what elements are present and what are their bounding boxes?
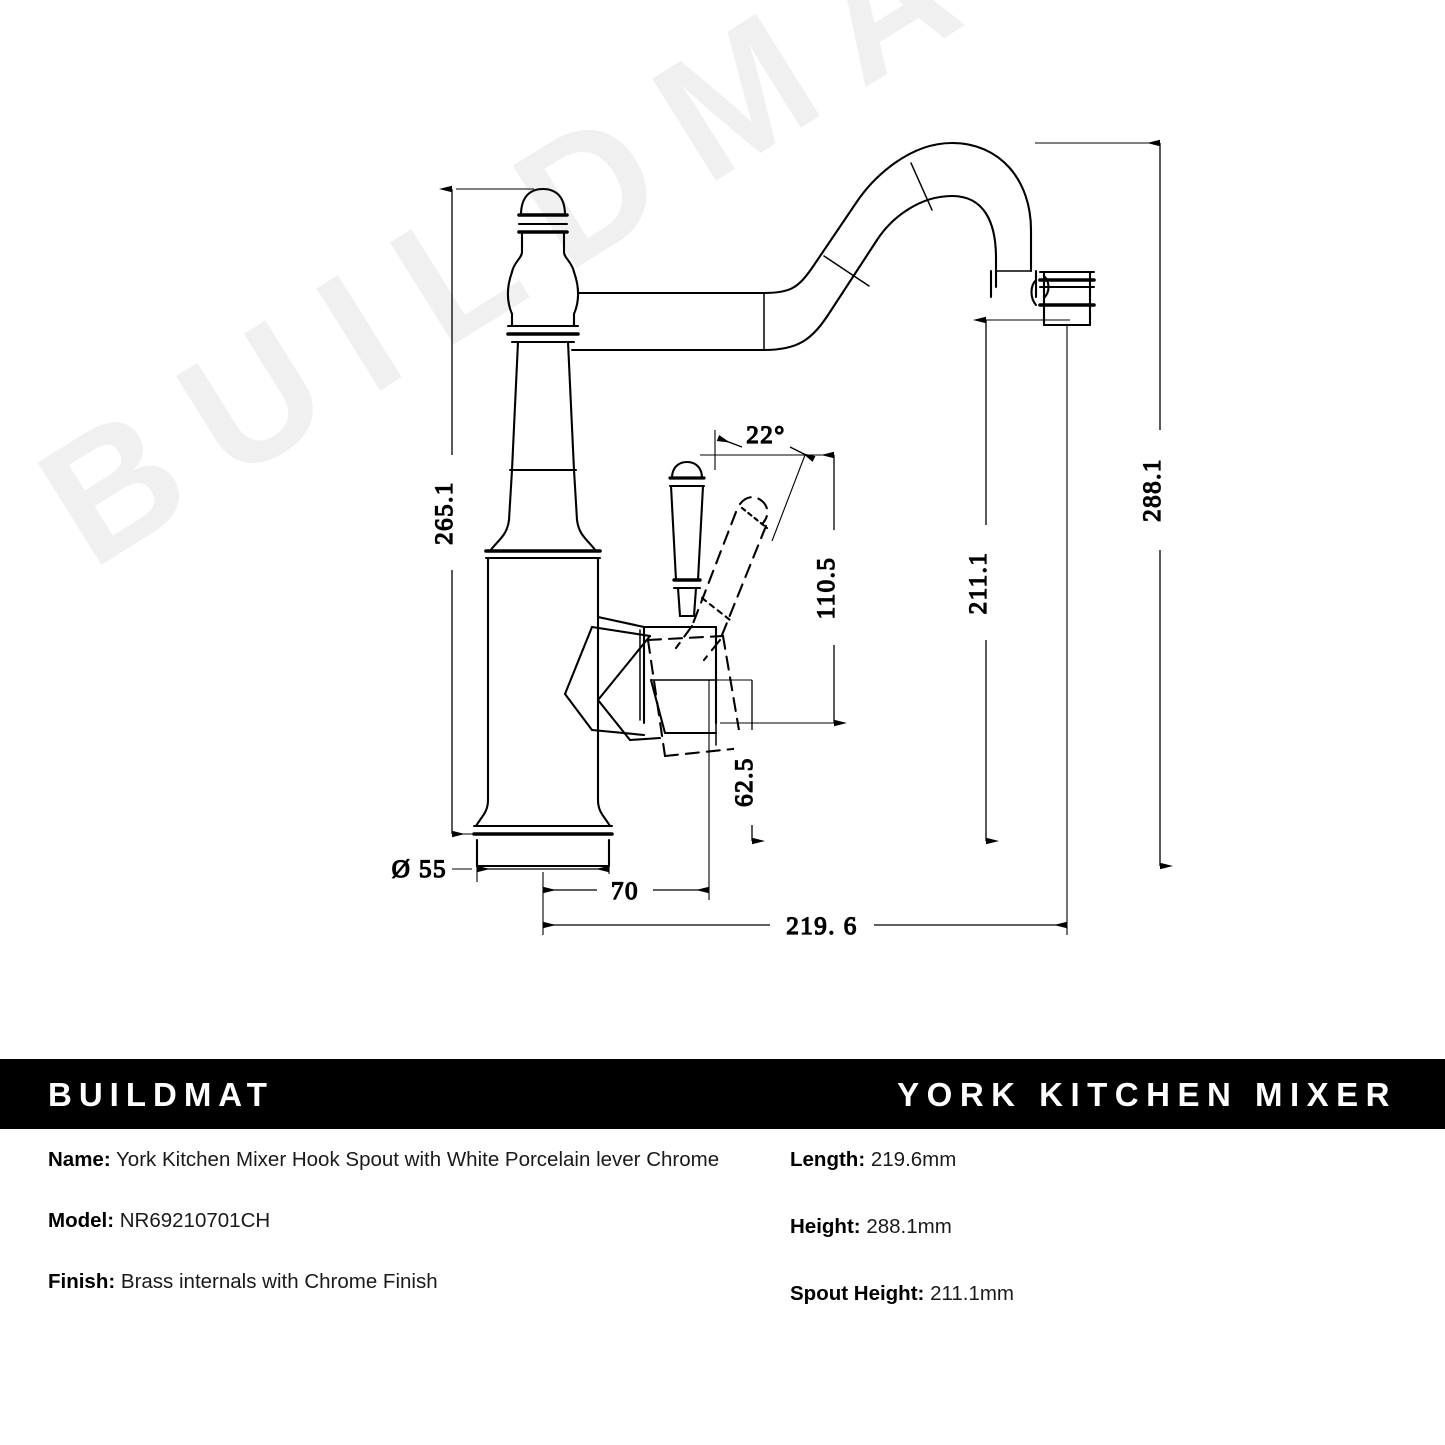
dim-219-6: 219. 6: [786, 913, 858, 940]
dim-22-deg: 22°: [746, 422, 786, 449]
faucet-outline: [472, 141, 1096, 868]
spec-column-left: Name: York Kitchen Mixer Hook Spout with…: [48, 1145, 728, 1328]
spec-label-spout-height: Spout Height:: [790, 1282, 925, 1306]
spec-column-right: Length: 219.6mm Height: 288.1mm Spout He…: [790, 1145, 1390, 1346]
spec-row-spout-height: Spout Height: 211.1mm: [790, 1279, 1390, 1308]
dim-211-1: 211.1: [965, 552, 992, 615]
product-title: YORK KITCHEN MIXER: [897, 1075, 1397, 1113]
dim-265-1: 265.1: [431, 481, 458, 545]
spec-label-height: Height:: [790, 1215, 861, 1239]
spec-label-length: Length:: [790, 1148, 866, 1171]
spec-row-model: Model: NR69210701CH: [48, 1206, 728, 1235]
spec-row-finish: Finish: Brass internals with Chrome Fini…: [48, 1267, 728, 1296]
technical-drawing-area: BUILDMAT: [8, 0, 1176, 941]
spec-row-height: Height: 288.1mm: [790, 1212, 1390, 1241]
spec-value-height: 288.1mm: [866, 1215, 952, 1239]
faucet-technical-drawing: 265.1 288.1 211.1 110.5 62.5: [391, 139, 1176, 941]
specification-section: Name: York Kitchen Mixer Hook Spout with…: [0, 1145, 1445, 1445]
spec-value-name: York Kitchen Mixer Hook Spout with White…: [116, 1148, 720, 1171]
dim-62-5: 62.5: [731, 757, 758, 807]
spec-row-name: Name: York Kitchen Mixer Hook Spout with…: [48, 1145, 728, 1174]
dim-dia-55: Ø 55: [392, 856, 447, 883]
spec-label-finish: Finish:: [48, 1270, 116, 1294]
dim-110-5: 110.5: [813, 557, 840, 620]
brand-bar: BUILDMAT YORK KITCHEN MIXER: [0, 1059, 1445, 1129]
spec-label-model: Model:: [48, 1209, 115, 1233]
spec-label-name: Name:: [48, 1148, 111, 1171]
dim-70: 70: [611, 878, 639, 905]
spec-value-length: 219.6mm: [870, 1148, 957, 1171]
dimension-annotations: 265.1 288.1 211.1 110.5 62.5: [391, 139, 1176, 941]
brand-logo: BUILDMAT: [48, 1075, 274, 1113]
spec-value-model: NR69210701CH: [119, 1209, 271, 1233]
spec-value-finish: Brass internals with Chrome Finish: [120, 1270, 438, 1294]
spec-value-spout-height: 211.1mm: [930, 1282, 1015, 1306]
dim-288-1: 288.1: [1139, 458, 1166, 522]
spec-row-length: Length: 219.6mm: [790, 1145, 1390, 1174]
